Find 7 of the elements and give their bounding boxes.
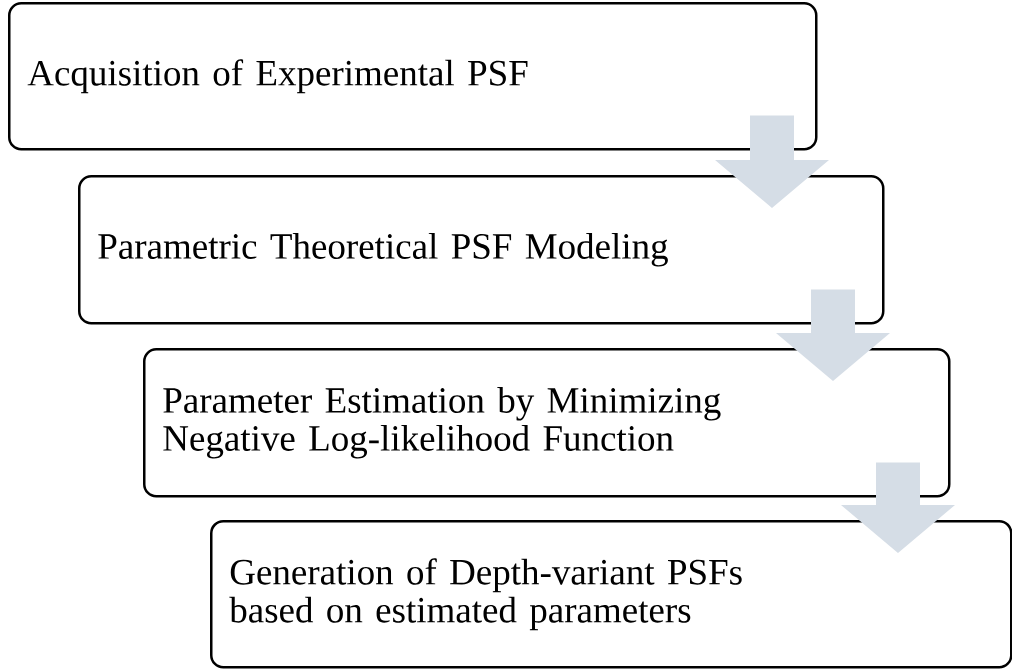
process-box: Generation of Depth-variant PSFs based on estimated parameters [210,520,1012,669]
process-box: Parameter Estimation by Minimizing Negative Log-likelihood Function [143,348,951,498]
process-box: Acquisition of Experimental PSF [8,2,818,151]
process-box: Parametric Theoretical PSF Modeling [78,175,885,325]
block-arrow [776,289,890,381]
block-arrow [715,115,829,208]
block-arrow [841,462,955,553]
